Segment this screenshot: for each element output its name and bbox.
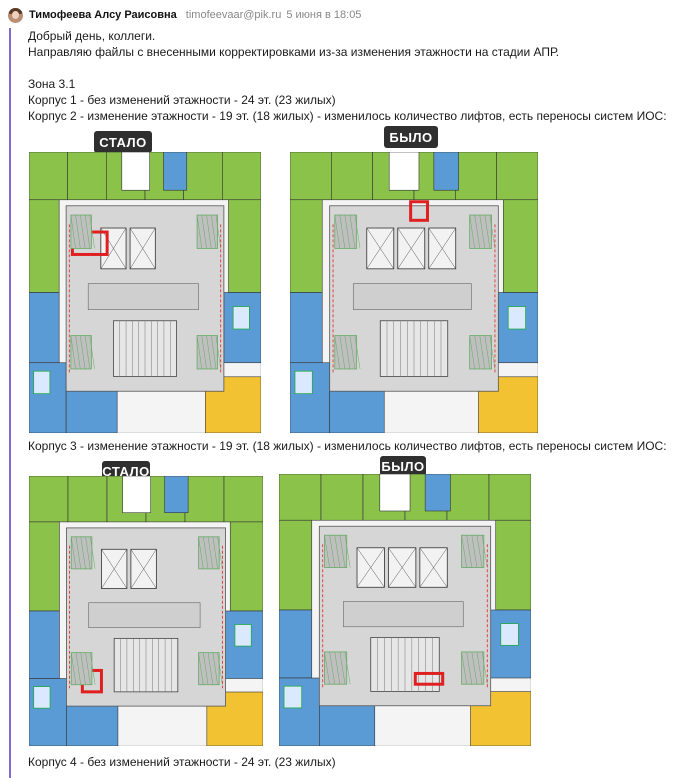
zone-title: Зона 3.1 (28, 77, 76, 91)
floor-plan-after-korpus-2[interactable] (29, 152, 261, 433)
greeting-text: Добрый день, коллеги. (28, 29, 156, 43)
message-header: Тимофеева Алсу Раисовна timofeevaar@pik.… (8, 6, 361, 24)
korpus-4-text: Корпус 4 - без изменений этажности - 24 … (28, 755, 336, 769)
intro-text: Направляю файлы с внесенными корректиров… (28, 45, 560, 59)
message-body: Добрый день, коллеги. Направляю файлы с … (28, 28, 688, 124)
sender-name[interactable]: Тимофеева Алсу Раисовна (29, 9, 177, 21)
korpus-2-text: Корпус 2 - изменение этажности - 19 эт. … (28, 109, 667, 123)
message-date: 5 июня в 18:05 (286, 9, 362, 21)
thread-line (9, 28, 11, 778)
after-label: СТАЛО (94, 131, 152, 153)
before-label: БЫЛО (384, 126, 438, 148)
sender-avatar[interactable] (8, 7, 23, 23)
korpus-3-text: Корпус 3 - изменение этажности - 19 эт. … (28, 439, 667, 453)
before-label-2: БЫЛО (380, 456, 426, 476)
floor-plan-before-korpus-2[interactable] (290, 152, 538, 433)
floor-plan-before-korpus-3[interactable] (279, 474, 531, 746)
korpus-1-text: Корпус 1 - без изменений этажности - 24 … (28, 93, 336, 107)
floor-plan-after-korpus-3[interactable] (29, 476, 263, 746)
sender-email[interactable]: timofeevaar@pik.ru (185, 9, 282, 21)
